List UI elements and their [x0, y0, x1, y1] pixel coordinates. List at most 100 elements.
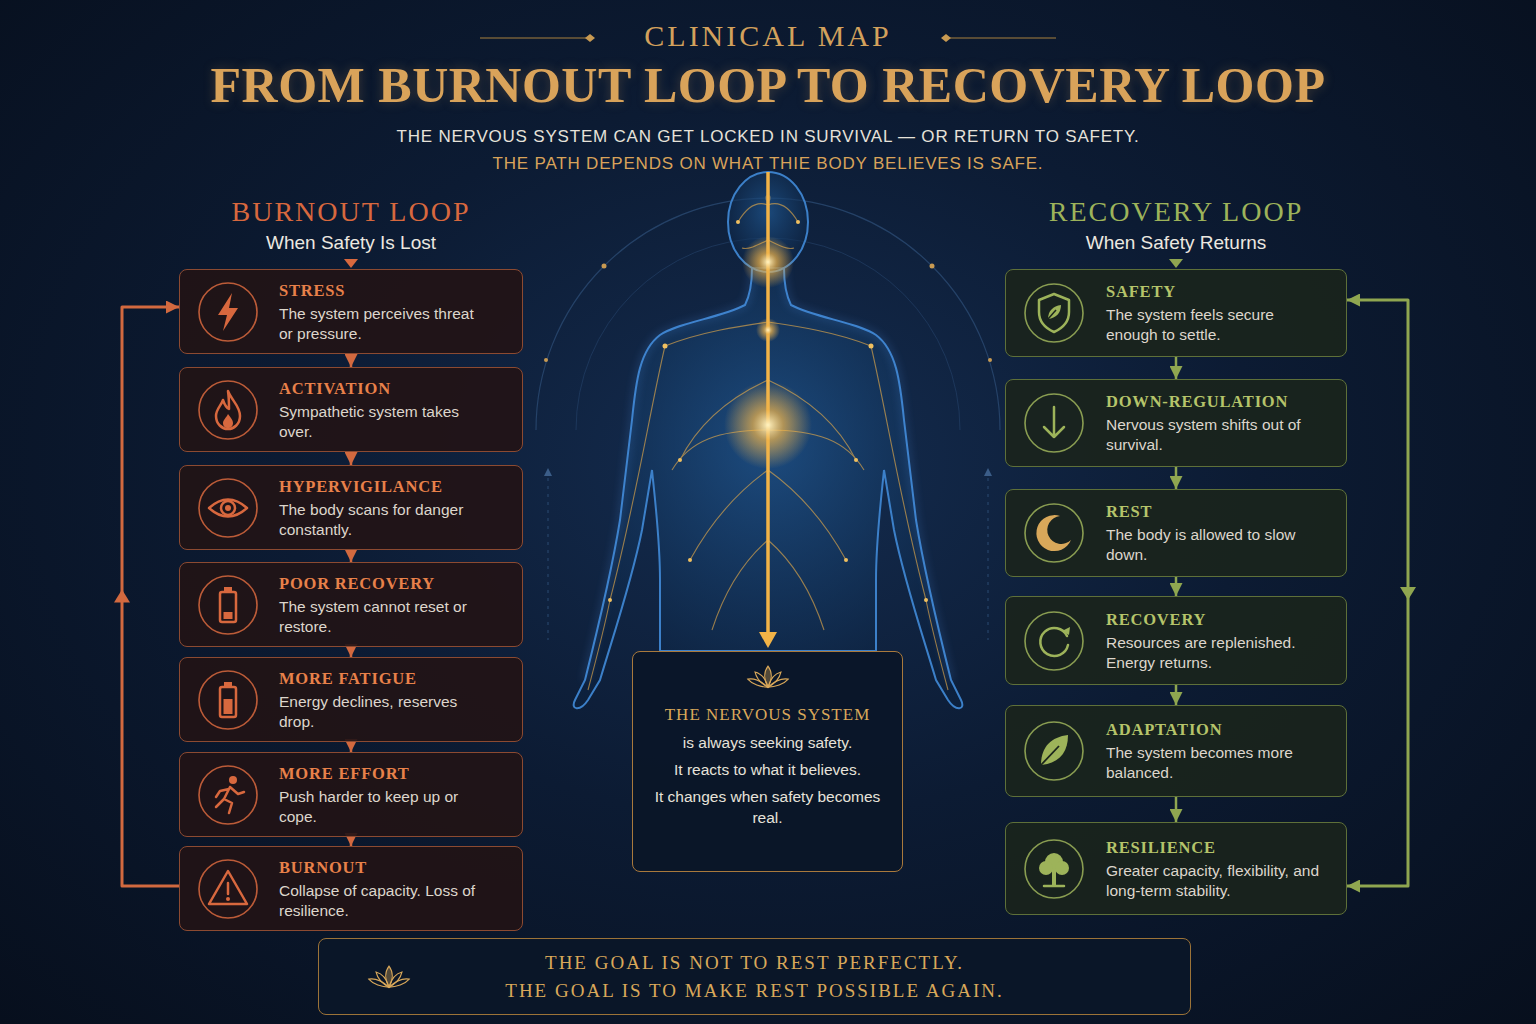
step-description: The body scans for danger constantly. — [279, 500, 484, 540]
path-shape — [1048, 310, 1056, 319]
step-icon — [196, 378, 260, 442]
text-stack: HYPERVIGILANCEThe body scans for danger … — [279, 476, 484, 540]
step-icon — [1022, 719, 1086, 783]
step-heading: BURNOUT — [279, 857, 484, 879]
step-description: Resources are replenished. Energy return… — [1106, 633, 1321, 673]
svg-shape — [196, 857, 260, 921]
step-heading: MORE EFFORT — [279, 763, 484, 785]
path-shape — [1044, 884, 1064, 887]
circle-shape — [1025, 840, 1083, 898]
step-description: The system cannot reset or restore. — [279, 597, 484, 637]
path-shape — [747, 679, 767, 687]
connector — [1347, 300, 1416, 886]
path-shape — [871, 346, 948, 690]
svg-shape — [196, 573, 260, 637]
circle-shape — [688, 558, 692, 562]
circle-shape — [229, 776, 237, 784]
path-shape — [1039, 294, 1069, 332]
circle-shape — [199, 671, 257, 729]
circle-shape — [1025, 284, 1083, 342]
text-stack: DOWN-REGULATIONNervous system shifts out… — [1106, 391, 1321, 455]
mid-arrowhead — [114, 590, 130, 603]
group-subheading: When Safety Is Lost — [179, 232, 523, 254]
connector — [1176, 685, 1177, 705]
step-description: Greater capacity, flexibility, and long-… — [1106, 861, 1321, 901]
circle-shape — [930, 264, 935, 269]
text-stack: SAFETYThe system feels secure enough to … — [1106, 281, 1321, 345]
connector — [1176, 467, 1177, 489]
step-box: HYPERVIGILANCEThe body scans for danger … — [179, 465, 523, 550]
svg-shape — [746, 664, 790, 690]
connector — [351, 452, 352, 465]
path-shape — [690, 470, 768, 560]
step-icon — [196, 668, 260, 732]
path-shape — [764, 666, 771, 687]
line-shape — [950, 37, 1056, 38]
group-heading: RECOVERY LOOP — [1005, 196, 1347, 228]
path-shape — [216, 391, 240, 429]
path-shape — [1041, 735, 1068, 765]
path-shape — [712, 540, 768, 630]
circle-shape — [1039, 861, 1053, 875]
mid-arrowhead — [1400, 587, 1416, 600]
center-info-box: THE NERVOUS SYSTEMis always seeking safe… — [632, 651, 903, 872]
circle-shape — [736, 220, 740, 224]
circle-shape — [796, 220, 800, 224]
text-stack: THE GOAL IS NOT TO REST PERFECTLY.THE GO… — [505, 949, 1003, 1005]
polygon-shape — [1169, 259, 1183, 268]
step-icon — [196, 763, 260, 827]
rect-shape — [224, 612, 233, 619]
circle-shape — [544, 358, 548, 362]
step-heading: RESILIENCE — [1106, 837, 1321, 859]
path-shape — [588, 346, 665, 690]
step-box: RESTThe body is allowed to slow down. — [1005, 489, 1347, 577]
circle-shape — [199, 381, 257, 439]
svg-shape — [196, 378, 260, 442]
step-icon — [196, 476, 260, 540]
circle-shape — [678, 458, 682, 462]
svg-shape — [1022, 501, 1086, 565]
g-shape — [574, 172, 963, 708]
step-box: POOR RECOVERYThe system cannot reset or … — [179, 562, 523, 647]
path-shape — [1036, 515, 1071, 551]
step-icon — [1022, 281, 1086, 345]
connector — [351, 647, 352, 657]
text-stack: STRESSThe system perceives threat or pre… — [279, 280, 484, 344]
connector-line — [1347, 300, 1408, 886]
polygon-shape — [344, 259, 358, 268]
path-shape — [1041, 746, 1059, 765]
path-shape — [768, 204, 798, 222]
svg-shape — [1022, 719, 1086, 783]
text-stack: MORE FATIGUEEnergy declines, reserves dr… — [279, 668, 484, 732]
path-shape — [1062, 627, 1070, 635]
step-box: MORE EFFORTPush harder to keep up or cop… — [179, 752, 523, 837]
svg-shape — [196, 668, 260, 732]
step-heading: REST — [1106, 501, 1321, 523]
path-shape — [738, 204, 768, 222]
svg-shape — [1022, 837, 1086, 901]
path-shape — [1040, 627, 1068, 655]
polygon-shape — [984, 468, 992, 476]
connector — [1176, 357, 1177, 379]
connector-line — [1175, 357, 1178, 379]
line-shape — [480, 37, 586, 38]
connector-line — [1175, 797, 1178, 822]
connector — [114, 307, 179, 886]
polygon-shape — [544, 468, 552, 476]
circle-shape — [226, 897, 230, 901]
circle-shape — [199, 766, 257, 824]
polygon-shape — [759, 632, 777, 648]
circle-shape — [854, 458, 858, 462]
main-title: FROM BURNOUT LOOP TO RECOVERY LOOP — [0, 56, 1536, 114]
connector — [351, 550, 352, 562]
step-description: It reacts to what it believes. — [647, 759, 888, 780]
rect-shape — [224, 699, 233, 714]
connector-line — [1175, 577, 1178, 596]
connector-line — [122, 307, 179, 886]
circle-shape — [221, 501, 235, 515]
goal-banner: THE GOAL IS NOT TO REST PERFECTLY.THE GO… — [318, 938, 1191, 1015]
circle-shape — [988, 358, 992, 362]
path-shape — [227, 883, 230, 894]
step-icon — [1022, 391, 1086, 455]
